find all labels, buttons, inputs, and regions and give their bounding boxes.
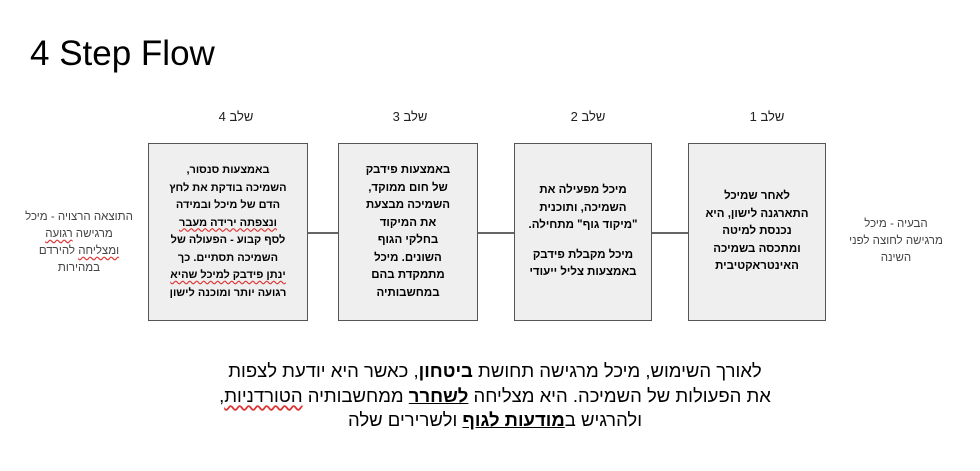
step3-line: מתמקדת בהם xyxy=(371,269,445,281)
summary-line-3: ולהרגיש במודעות לגוף ולשרירים שלה xyxy=(347,409,643,430)
step1-line: נכנסת למיטה xyxy=(722,225,792,238)
outcome-line: מיכל מרגישה xyxy=(25,211,113,240)
step4-line: השמיכה בודקת את לחץ xyxy=(169,181,287,194)
problem-line: לפני השינה xyxy=(849,235,912,264)
step1-line: לאחר שמיכל xyxy=(724,190,790,203)
step-box-4: באמצעות סנסור, השמיכה בודקת את לחץ הדם ש… xyxy=(148,143,308,321)
step4-line: השמיכה תסתיים. כך xyxy=(177,251,279,264)
outcome-line: להירדם במהירות xyxy=(38,245,101,274)
step-label-1: שלב 1 xyxy=(749,109,785,124)
step3-line: השונים. מיכל xyxy=(374,251,442,264)
step-label-2: שלב 2 xyxy=(570,109,606,124)
arrow-3-to-4 xyxy=(299,228,338,238)
step4-line: לסף קבוע - הפעולה של xyxy=(170,234,286,246)
step3-line: בחלקי הגוף xyxy=(377,234,439,246)
outcome-line: התוצאה הרצויה - xyxy=(50,211,133,223)
problem-text: הבעיה - מיכל מרגישה לחוצה לפני השינה xyxy=(848,216,944,267)
outcome-line: רגועה ומצליחה xyxy=(45,228,120,257)
step3-line: במחשבותיה xyxy=(376,286,440,299)
step3-line: את המיקוד xyxy=(379,216,437,229)
problem-line: הבעיה - מיכל xyxy=(864,218,928,230)
step-label-4: שלב 4 xyxy=(218,109,254,124)
step2-line: מיכל מקבלת פידבק xyxy=(532,248,634,261)
summary-emphasis: לשחרר xyxy=(408,384,469,406)
step2-line: באמצעות צליל ייעודי xyxy=(529,266,637,279)
step-box-2: מיכל מפעילה את השמיכה, ותוכנית "מיקוד גו… xyxy=(514,143,652,321)
step2-line: "מיקוד גוף" מתחילה. xyxy=(528,219,638,232)
step-box-1: לאחר שמיכל התארגנה לישון, היא נכנסת למיט… xyxy=(688,143,826,321)
step-label-3: שלב 3 xyxy=(392,109,428,124)
step2-line: השמיכה, ותוכנית xyxy=(539,201,627,214)
step4-line: ינתן פידבק למיכל שהיא xyxy=(170,269,286,281)
summary-text: לאורך השימוש, מיכל מרגישה תחושת ביטחון, … xyxy=(200,359,790,433)
step3-line: באמצעות פידבק xyxy=(365,164,451,176)
step4-line: באמצעות סנסור, xyxy=(186,164,270,176)
step1-line: ומתכסה בשמיכה xyxy=(713,242,801,255)
step4-line: רגועה יותר ומוכנה לישון xyxy=(169,286,287,299)
summary-emphasis: ביטחון xyxy=(418,360,473,381)
step1-line: התארגנה לישון, היא xyxy=(705,207,809,220)
page-title: 4 Step Flow xyxy=(30,34,215,73)
arrow-2-to-3 xyxy=(469,228,514,238)
step4-line: הדם של מיכל ובמידה xyxy=(175,199,281,211)
step3-line: של חום ממוקד, xyxy=(368,181,448,194)
step3-line: השמיכה מבצעת xyxy=(365,199,451,211)
summary-line-2: את הפעולות של השמיכה. היא מצליחה לשחרר מ… xyxy=(219,384,771,406)
arrow-1-to-2 xyxy=(643,228,688,238)
step2-line: מיכל מפעילה את xyxy=(539,184,627,197)
problem-line: מרגישה לחוצה xyxy=(872,235,943,247)
summary-emphasis: מודעות לגוף xyxy=(462,409,565,430)
outcome-text: התוצאה הרצויה - מיכל מרגישה רגועה ומצליח… xyxy=(24,209,134,277)
step1-line: האינטראקטיבית xyxy=(715,260,799,273)
step4-line: ונצפתה ירידה מעבר xyxy=(179,216,277,229)
step-box-3: באמצעות פידבק של חום ממוקד, השמיכה מבצעת… xyxy=(338,143,478,321)
summary-line-1: לאורך השימוש, מיכל מרגישה תחושת ביטחון, … xyxy=(228,360,762,381)
